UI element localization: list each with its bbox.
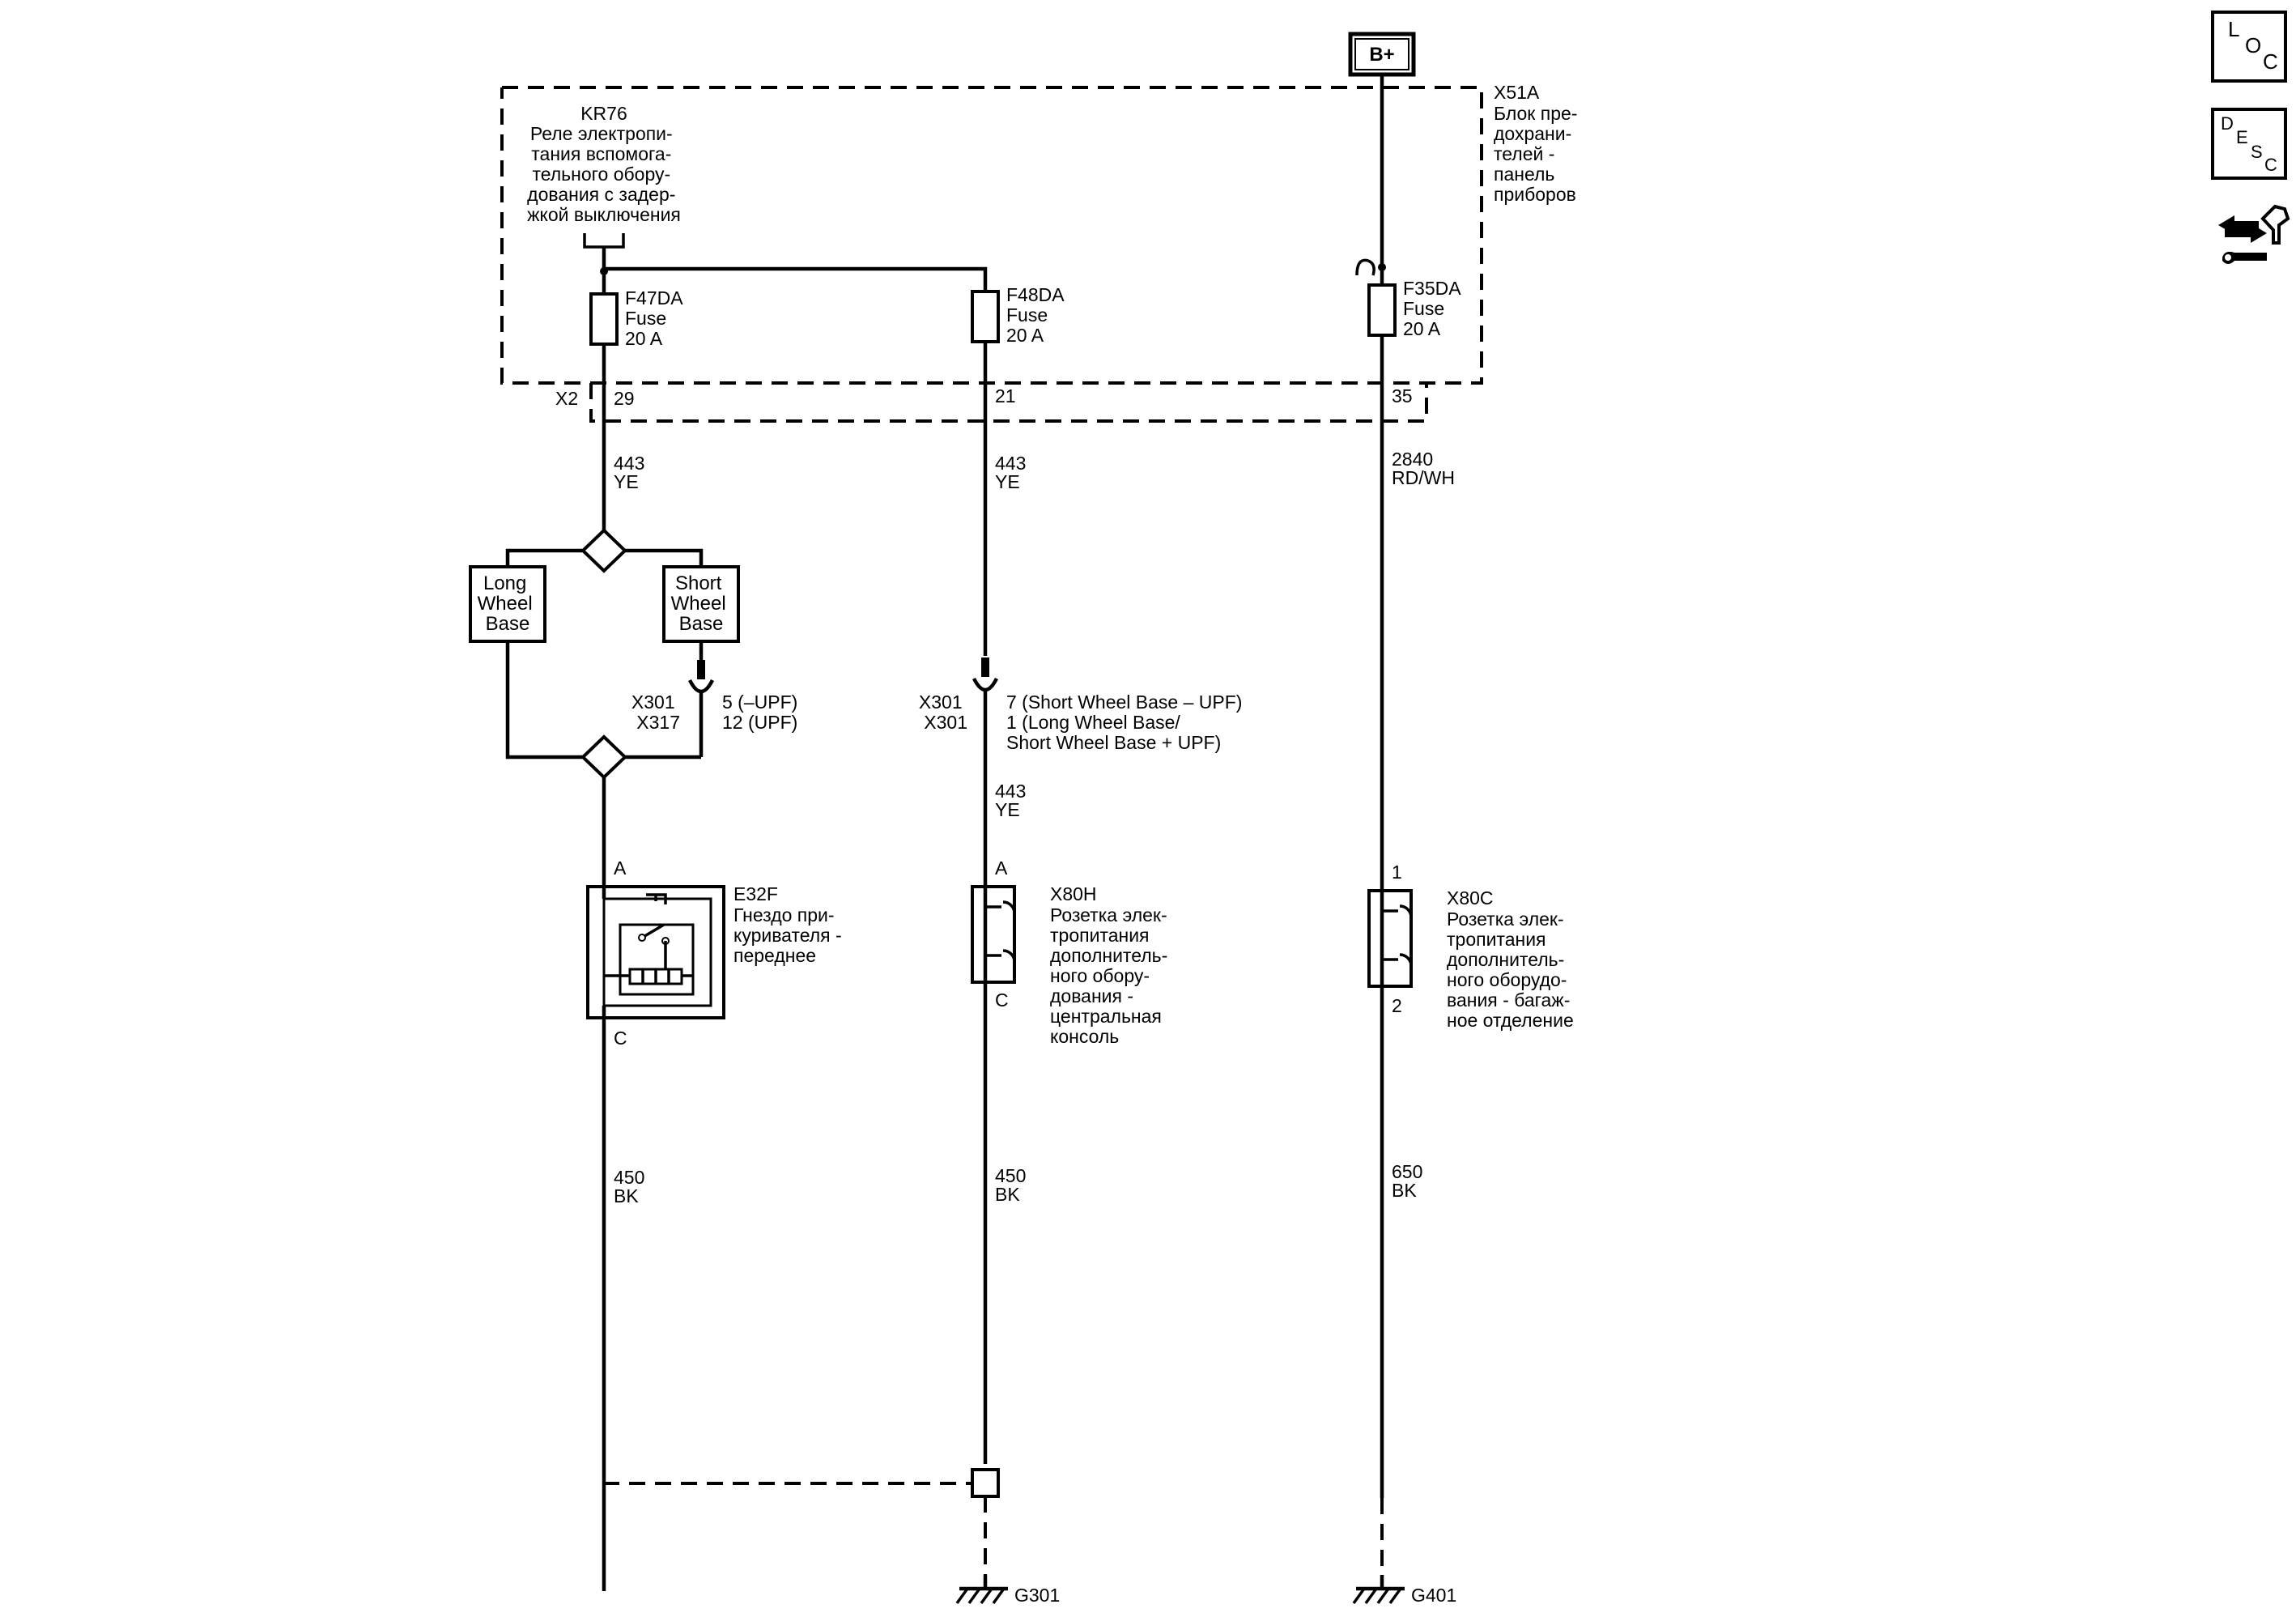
e32f-desc: Гнездо при- куривателя - переднее [733, 904, 847, 966]
splice-diamond-bottom [580, 734, 627, 780]
e32f-pin-a: A [614, 857, 627, 879]
power-outlet-x80h [971, 885, 1016, 984]
inline-connector-left-ids: X301 X317 [631, 691, 680, 733]
e32f-pin-c: C [614, 1028, 627, 1049]
battery-positive-source: B+ [1348, 32, 1416, 77]
fuse-f35da-stub [1355, 258, 1375, 276]
fuse-block-outline [500, 86, 1483, 423]
connector-x2-label: X2 [555, 388, 578, 409]
fuse-f35da-label: F35DA Fuse 20 A [1403, 278, 1465, 339]
svg-text:C: C [2264, 155, 2277, 175]
inline-connector-x301-x317 [687, 679, 715, 694]
inline-connector-left-pins: 5 (–UPF) 12 (UPF) [722, 691, 803, 733]
x80h-desc: Розетка элек- тропитания дополнитель- но… [1050, 904, 1173, 1047]
inline-connector-mid-ids: X301 X301 [919, 691, 967, 733]
pin-21: 21 [995, 385, 1016, 406]
x80c-pin-1: 1 [1392, 862, 1402, 883]
x80c-id: X80C [1447, 887, 1494, 908]
fuse-block-id: X51A [1494, 82, 1540, 103]
svg-text:C: C [2263, 49, 2278, 74]
ground-g301-label: G301 [1014, 1585, 1060, 1606]
svg-text:O: O [2245, 33, 2261, 57]
pin-29: 29 [614, 388, 635, 409]
description-view-icon[interactable]: D E S C [2211, 108, 2287, 180]
wire-450-bk-a: 450 BK [614, 1167, 650, 1206]
ground-symbol-g401 [1352, 1586, 1405, 1605]
cigarette-lighter-e32f [586, 885, 725, 1019]
wire-2840-rdwh: 2840 RD/WH [1392, 449, 1455, 488]
x80h-id: X80H [1050, 883, 1097, 904]
relay-contact-symbol [583, 233, 625, 271]
inline-connector-mid-pins: 7 (Short Wheel Base – UPF) 1 (Long Wheel… [1006, 691, 1248, 753]
wire-443-ye-c: 443 YE [995, 781, 1031, 820]
location-view-icon[interactable]: L O C [2211, 11, 2287, 83]
wire-443-ye-b: 443 YE [995, 453, 1031, 492]
fuse-f35da [1367, 283, 1397, 337]
svg-text:L: L [2228, 17, 2239, 41]
svg-text:S: S [2251, 142, 2263, 162]
ground-symbol-g301 [955, 1586, 1008, 1605]
splice-diamond-top [580, 528, 627, 573]
relay-desc: Реле электропи- тания вспомога- тельного… [527, 123, 681, 225]
inline-connector-x301 [972, 677, 999, 692]
ground-splice [971, 1468, 1000, 1498]
x80c-pin-2: 2 [1392, 995, 1402, 1016]
fuse-f48da [971, 290, 1000, 343]
connector-end-view-icon[interactable] [2218, 204, 2290, 264]
fuse-block-desc: Блок пре- дохрани- телей - панель прибор… [1494, 103, 1583, 205]
long-wheel-base-option [469, 565, 546, 643]
long-wheel-base-label: Long Wheel Base [478, 572, 538, 635]
power-outlet-x80c [1367, 889, 1413, 988]
fuse-f48da-label: F48DA Fuse 20 A [1006, 284, 1069, 346]
wire-450-bk-b: 450 BK [995, 1165, 1031, 1205]
wire-443-ye-a: 443 YE [614, 453, 650, 492]
pin-35: 35 [1392, 385, 1413, 406]
svg-text:D: D [2221, 113, 2234, 134]
wire-650-bk: 650 BK [1392, 1161, 1428, 1201]
bplus-label: B+ [1369, 44, 1394, 66]
e32f-id: E32F [733, 883, 778, 904]
x80h-pin-a: A [995, 857, 1008, 879]
x80h-pin-c: C [995, 989, 1009, 1011]
fuse-f47da [589, 292, 619, 346]
ground-g401-label: G401 [1411, 1585, 1456, 1606]
relay-id: KR76 [580, 103, 627, 124]
fuse-f47da-label: F47DA Fuse 20 A [625, 287, 687, 349]
short-wheel-base-label: Short Wheel Base [671, 572, 732, 635]
x80c-desc: Розетка элек- тропитания дополнитель- но… [1447, 908, 1575, 1031]
svg-text:E: E [2236, 127, 2248, 147]
